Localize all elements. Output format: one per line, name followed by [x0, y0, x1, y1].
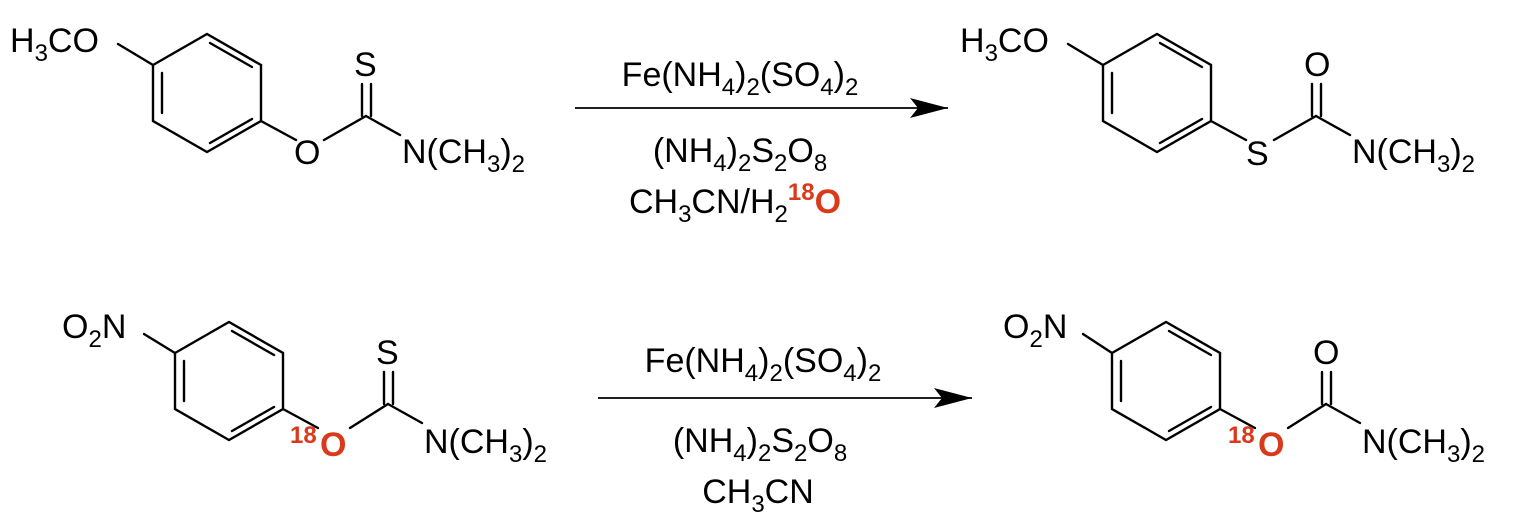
reactant-2: O2N 18 O S N(CH3)2 — [62, 308, 547, 468]
dimethylamino-label: N(CH3)2 — [424, 423, 547, 468]
bond-nitro-ring — [142, 332, 177, 355]
methoxy-label: H3CO — [10, 22, 99, 67]
reagent-solvent-labeled-water: CH3CN/H218O — [629, 179, 841, 228]
reagent-mohr-salt: Fe(NH4)2(SO4)2 — [622, 56, 859, 101]
thioester-sulfur-label: S — [1246, 135, 1269, 173]
dimethylamino-label: N(CH3)2 — [402, 133, 525, 178]
reaction-1-conditions: Fe(NH4)2(SO4)2 (NH4)2S2O8 CH3CN/H218O — [575, 56, 948, 228]
bond-o-c — [1286, 402, 1328, 430]
reagent-persulfate: (NH4)2S2O8 — [673, 422, 847, 467]
dimethylamino-label: N(CH3)2 — [1352, 133, 1475, 178]
reactant-1: H3CO O S N(CH3)2 — [10, 22, 525, 178]
thione-sulfur-label: S — [376, 334, 399, 372]
nitro-label: O2N — [1003, 308, 1067, 353]
bond-ring-s — [1209, 119, 1248, 142]
methoxy-label: H3CO — [960, 22, 1049, 67]
ester-oxygen-label: O — [294, 134, 320, 172]
nitro-label: O2N — [62, 308, 126, 353]
reaction-2: O2N 18 O S N(CH3)2 Fe(NH4)2(SO4)2 (NH4)2… — [62, 308, 1485, 518]
bond-methoxy-ring — [116, 42, 155, 67]
carbonyl-oxygen-label: O — [1304, 46, 1330, 84]
product-2: O2N 18 O O N(CH3)2 — [1003, 308, 1485, 468]
carbonyl-oxygen-label: O — [1313, 334, 1339, 372]
isotope-18-label: 18 — [290, 422, 317, 449]
bond-methoxy-ring — [1066, 42, 1105, 67]
bond-s-c — [1272, 114, 1318, 142]
benzene-ring — [151, 32, 263, 154]
bond-ring-o — [1218, 407, 1257, 430]
bond-o-c — [348, 402, 390, 430]
ester-oxygen-18-label: O — [320, 426, 346, 464]
thione-sulfur-label: S — [354, 46, 377, 84]
reaction-1: H3CO O S N(CH3)2 Fe(NH4)2(SO4)2 (NH4)2S2… — [10, 22, 1475, 228]
product-1: H3CO S O N(CH3)2 — [960, 22, 1475, 178]
bond-c-n — [1314, 114, 1352, 137]
bond-c-n — [386, 402, 424, 425]
benzene-ring — [1110, 320, 1222, 442]
benzene-ring — [173, 320, 285, 442]
bond-ring-o — [259, 119, 298, 142]
bond-c-n — [364, 114, 402, 137]
isotope-18-label: 18 — [1228, 422, 1255, 449]
bond-o-c — [322, 114, 368, 142]
ester-oxygen-18-label: O — [1258, 426, 1284, 464]
reagent-solvent: CH3CN — [702, 473, 814, 518]
bond-ring-o — [281, 407, 320, 430]
bond-c-n — [1324, 402, 1362, 425]
reagent-persulfate: (NH4)2S2O8 — [653, 132, 827, 177]
benzene-ring — [1101, 32, 1213, 154]
reaction-2-conditions: Fe(NH4)2(SO4)2 (NH4)2S2O8 CH3CN — [598, 342, 972, 518]
bond-nitro-ring — [1081, 332, 1114, 355]
reagent-mohr-salt: Fe(NH4)2(SO4)2 — [645, 342, 882, 387]
dimethylamino-label: N(CH3)2 — [1362, 423, 1485, 468]
